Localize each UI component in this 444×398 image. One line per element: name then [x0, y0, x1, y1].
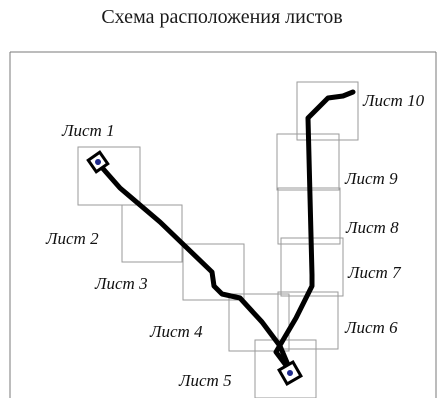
route-line-branch	[273, 89, 356, 375]
sheet-frame-1[interactable]	[77, 146, 141, 206]
sheet-label-7: Лист 7	[347, 263, 402, 282]
sheet-frame-3[interactable]	[182, 243, 245, 301]
sheet-label-8: Лист 8	[345, 218, 399, 237]
diagram-title: Схема расположения листов	[101, 6, 343, 28]
route-line	[95, 160, 294, 375]
sheet-label-5: Лист 5	[178, 371, 232, 390]
sheet-label-2: Лист 2	[45, 229, 99, 248]
outer-frame	[9, 51, 437, 398]
sheet-frame-4[interactable]	[228, 293, 290, 352]
sheet-label-10: Лист 10	[362, 91, 425, 110]
sheet-label-4: Лист 4	[149, 322, 203, 341]
sheet-label-6: Лист 6	[344, 318, 398, 337]
sheet-label-9: Лист 9	[344, 169, 398, 188]
sheet-label-1: Лист 1	[61, 121, 115, 140]
end-marker[interactable]	[277, 360, 303, 386]
sheet-label-3: Лист 3	[94, 274, 148, 293]
start-marker[interactable]	[86, 150, 110, 174]
sheet-frame-2[interactable]	[121, 204, 183, 263]
sheet-frame-10[interactable]	[296, 81, 359, 141]
